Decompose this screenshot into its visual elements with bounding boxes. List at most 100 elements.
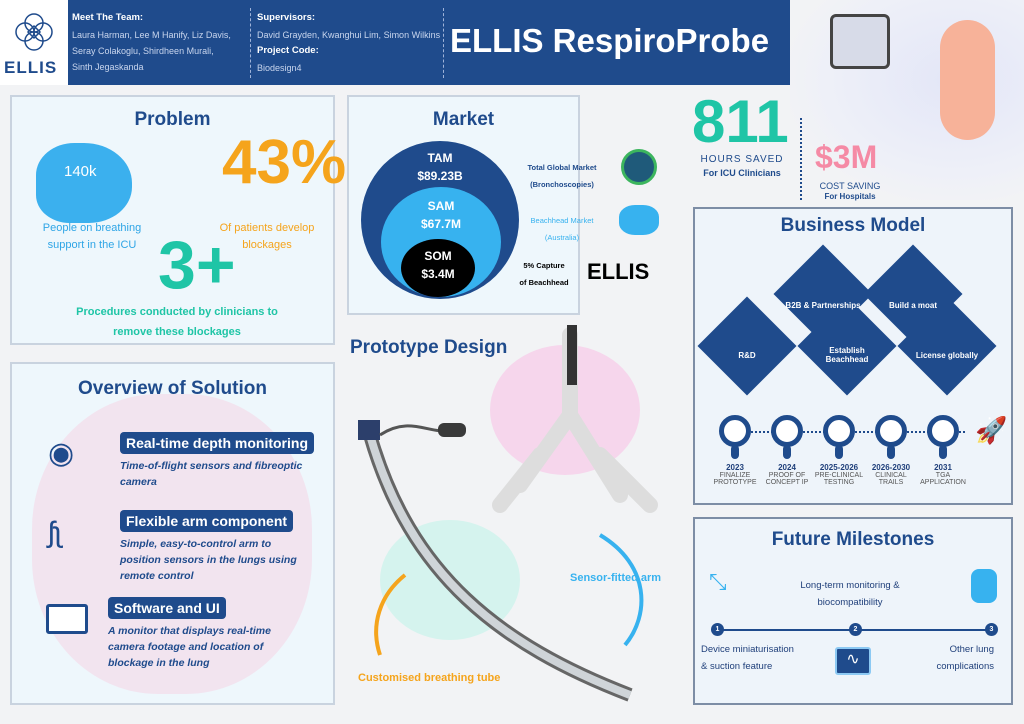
project-code-label: Project Code: [257,45,319,56]
sensor-icon: ◉ [48,437,75,470]
stat-43-percent: 43% [222,128,347,197]
globe-icon [621,149,657,185]
milestone-text: Other lung complications [936,644,994,672]
rocket-icon: 🚀 [975,415,1008,445]
timeline-pin-icon [823,415,855,447]
milestone-text: Device miniaturisation & suction feature [701,644,794,672]
future-milestones-title: Future Milestones [771,529,935,550]
sam-desc: Beachhead Market [530,216,594,225]
business-item: B2B & Partnerships [785,301,861,310]
timeline-pin-icon [927,415,959,447]
timeline-year: 2025-2026 [819,463,859,472]
timeline-pin-icon [875,415,907,447]
page-title: ELLIS RespiroProbe [450,22,770,59]
problem-title: Problem [134,109,211,130]
feature-desc: A monitor that displays real-time camera… [108,625,271,669]
australia-icon [619,205,659,235]
timeline-year: 2026-2030 [871,463,911,472]
ellis-brand: ELLIS [587,259,650,284]
team-line: Seray Colakoglu, Shirdheen Murali, [72,46,214,56]
tam-value: $89.23B [417,169,463,183]
stat-140k: 140k [64,163,97,180]
business-item: License globally [915,351,979,360]
business-model-title: Business Model [780,215,926,236]
milestone-number: 2 [849,623,862,636]
timeline-pin-stem [887,445,895,459]
stat-140k-label: People on breathing support in the ICU [42,222,142,251]
timeline-text: FINALIZE PROTOTYPE [713,472,757,486]
problem-panel: Problem 140k People on breathing support… [10,95,346,345]
miniaturise-icon: ⤡ [709,569,727,594]
timeline-year: 2024 [778,463,796,472]
feature-desc: Time-of-flight sensors and fibreoptic ca… [120,460,303,488]
som-circle [401,239,475,297]
milestone-number: 1 [711,623,724,636]
patient-illustration [790,0,1024,200]
timeline-year: 2023 [726,463,744,472]
team-line: Sinth Jegaskanda [72,62,144,72]
timeline-pin-stem [939,445,947,459]
feature-title: Flexible arm component [120,510,294,532]
timeline-pin-stem [783,445,791,459]
monitor-lungs-icon [830,14,890,69]
monitor-icon [46,604,88,634]
cost-saving-value: $3M [815,139,878,175]
team-label: Meet The Team: [72,12,144,23]
timeline-text: CLINICAL TRAILS [875,472,907,486]
patient-figure [940,20,995,140]
business-model-panel: Business Model B2B & Partnerships Build … [693,207,1013,505]
timeline-pin-stem [731,445,739,459]
timeline-text: TGA APPLICATION [920,472,966,486]
project-code: Biodesign4 [257,63,302,73]
som-label: SOM [424,249,452,263]
som-desc: 5% Capture [523,261,565,270]
market-panel: Market TAM$89.23B SAM$67.7M SOM$3.4M Tot… [347,95,659,315]
prototype-illustration [358,325,658,702]
divider [443,8,444,78]
milestone-number: 3 [985,623,998,636]
prototype-title: Prototype Design [350,337,508,358]
cost-saving-sub: For Hospitals [824,192,876,201]
milestone-text: Long-term monitoring & biocompatibility [800,580,900,608]
timeline-pin-icon [771,415,803,447]
sam-value: $67.7M [420,217,462,231]
hours-saved-sub: For ICU Clinicians [703,168,781,178]
business-item: R&D [738,351,756,360]
australia-map-icon [36,143,132,223]
business-item: Build a moat [888,301,937,310]
supervisors-label: Supervisors: [257,12,316,23]
logo-text: ELLIS [4,58,58,77]
feature-title: Software and UI [108,597,226,619]
sam-label: SAM [427,199,455,213]
tam-label: TAM [427,151,453,165]
divider [250,8,251,78]
stat-3-label: Procedures conducted by clinicians to re… [76,306,278,338]
supervisors: David Grayden, Kwanghui Lim, Simon Wilki… [257,30,441,40]
logo-emblem-icon [15,13,53,51]
sensor-arm-label: Sensor-fitted arm [570,572,662,584]
timeline-text: PRE-CLINICAL TESTING [814,472,864,486]
timeline-year: 2031 [934,463,952,472]
feature-desc: Simple, easy-to-control arm to position … [120,538,297,582]
som-value: $3.4M [421,267,455,281]
timeline-pin-icon [719,415,751,447]
hours-saved-label: HOURS SAVED [700,154,784,165]
breathing-tube-label: Customised breathing tube [358,672,501,684]
ellis-logo: ELLIS [0,0,68,85]
timeline-pin-stem [835,445,843,459]
overview-panel: Overview of Solution ◉ ʃʅ Real-time dept… [10,362,335,705]
diamond-rnd [697,296,797,396]
feature-title: Real-time depth monitoring [120,432,314,454]
stat-3-plus: 3+ [158,227,236,303]
lung-alert-icon [971,569,997,603]
tam-desc: Total Global Market [527,163,597,172]
hours-saved-value: 811 [692,88,789,155]
future-milestones-panel: Future Milestones 1 Device miniaturisati… [693,517,1013,705]
overview-title: Overview of Solution [78,378,267,399]
business-item: Establish Beachhead [825,346,869,364]
